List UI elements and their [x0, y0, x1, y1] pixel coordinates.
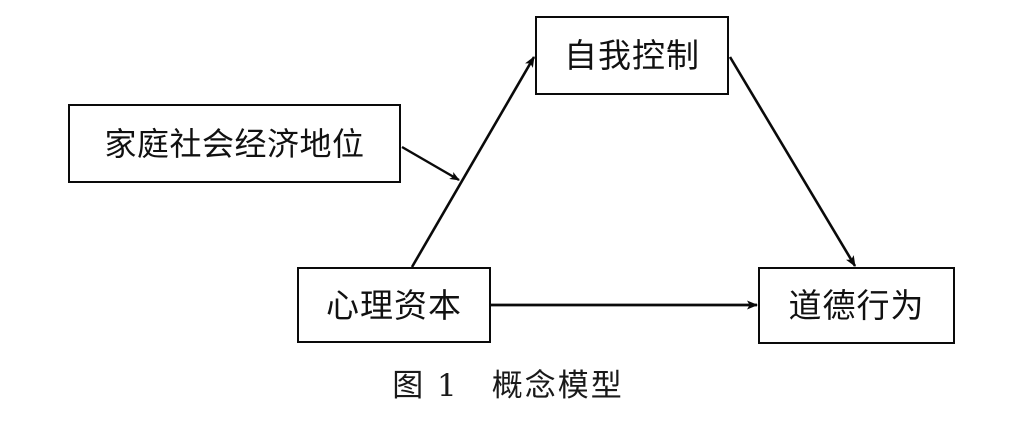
edge-selfcontrol-to-moral — [728, 56, 857, 267]
edge-ses-moderation — [401, 145, 460, 182]
figure-caption: 图 1 概念模型 — [392, 368, 624, 404]
node-family-ses-label: 家庭社会经济地位 — [104, 124, 365, 163]
node-moral-behavior: 道德行为 — [758, 267, 955, 344]
node-psychological-capital: 心理资本 — [297, 267, 491, 343]
edge-psycap-to-selfcontrol — [410, 56, 536, 268]
node-psychological-capital-label: 心理资本 — [326, 285, 462, 325]
node-moral-behavior-label: 道德行为 — [788, 286, 925, 325]
node-self-control-label: 自我控制 — [564, 36, 700, 75]
node-family-ses: 家庭社会经济地位 — [68, 104, 401, 183]
node-self-control: 自我控制 — [535, 16, 729, 95]
